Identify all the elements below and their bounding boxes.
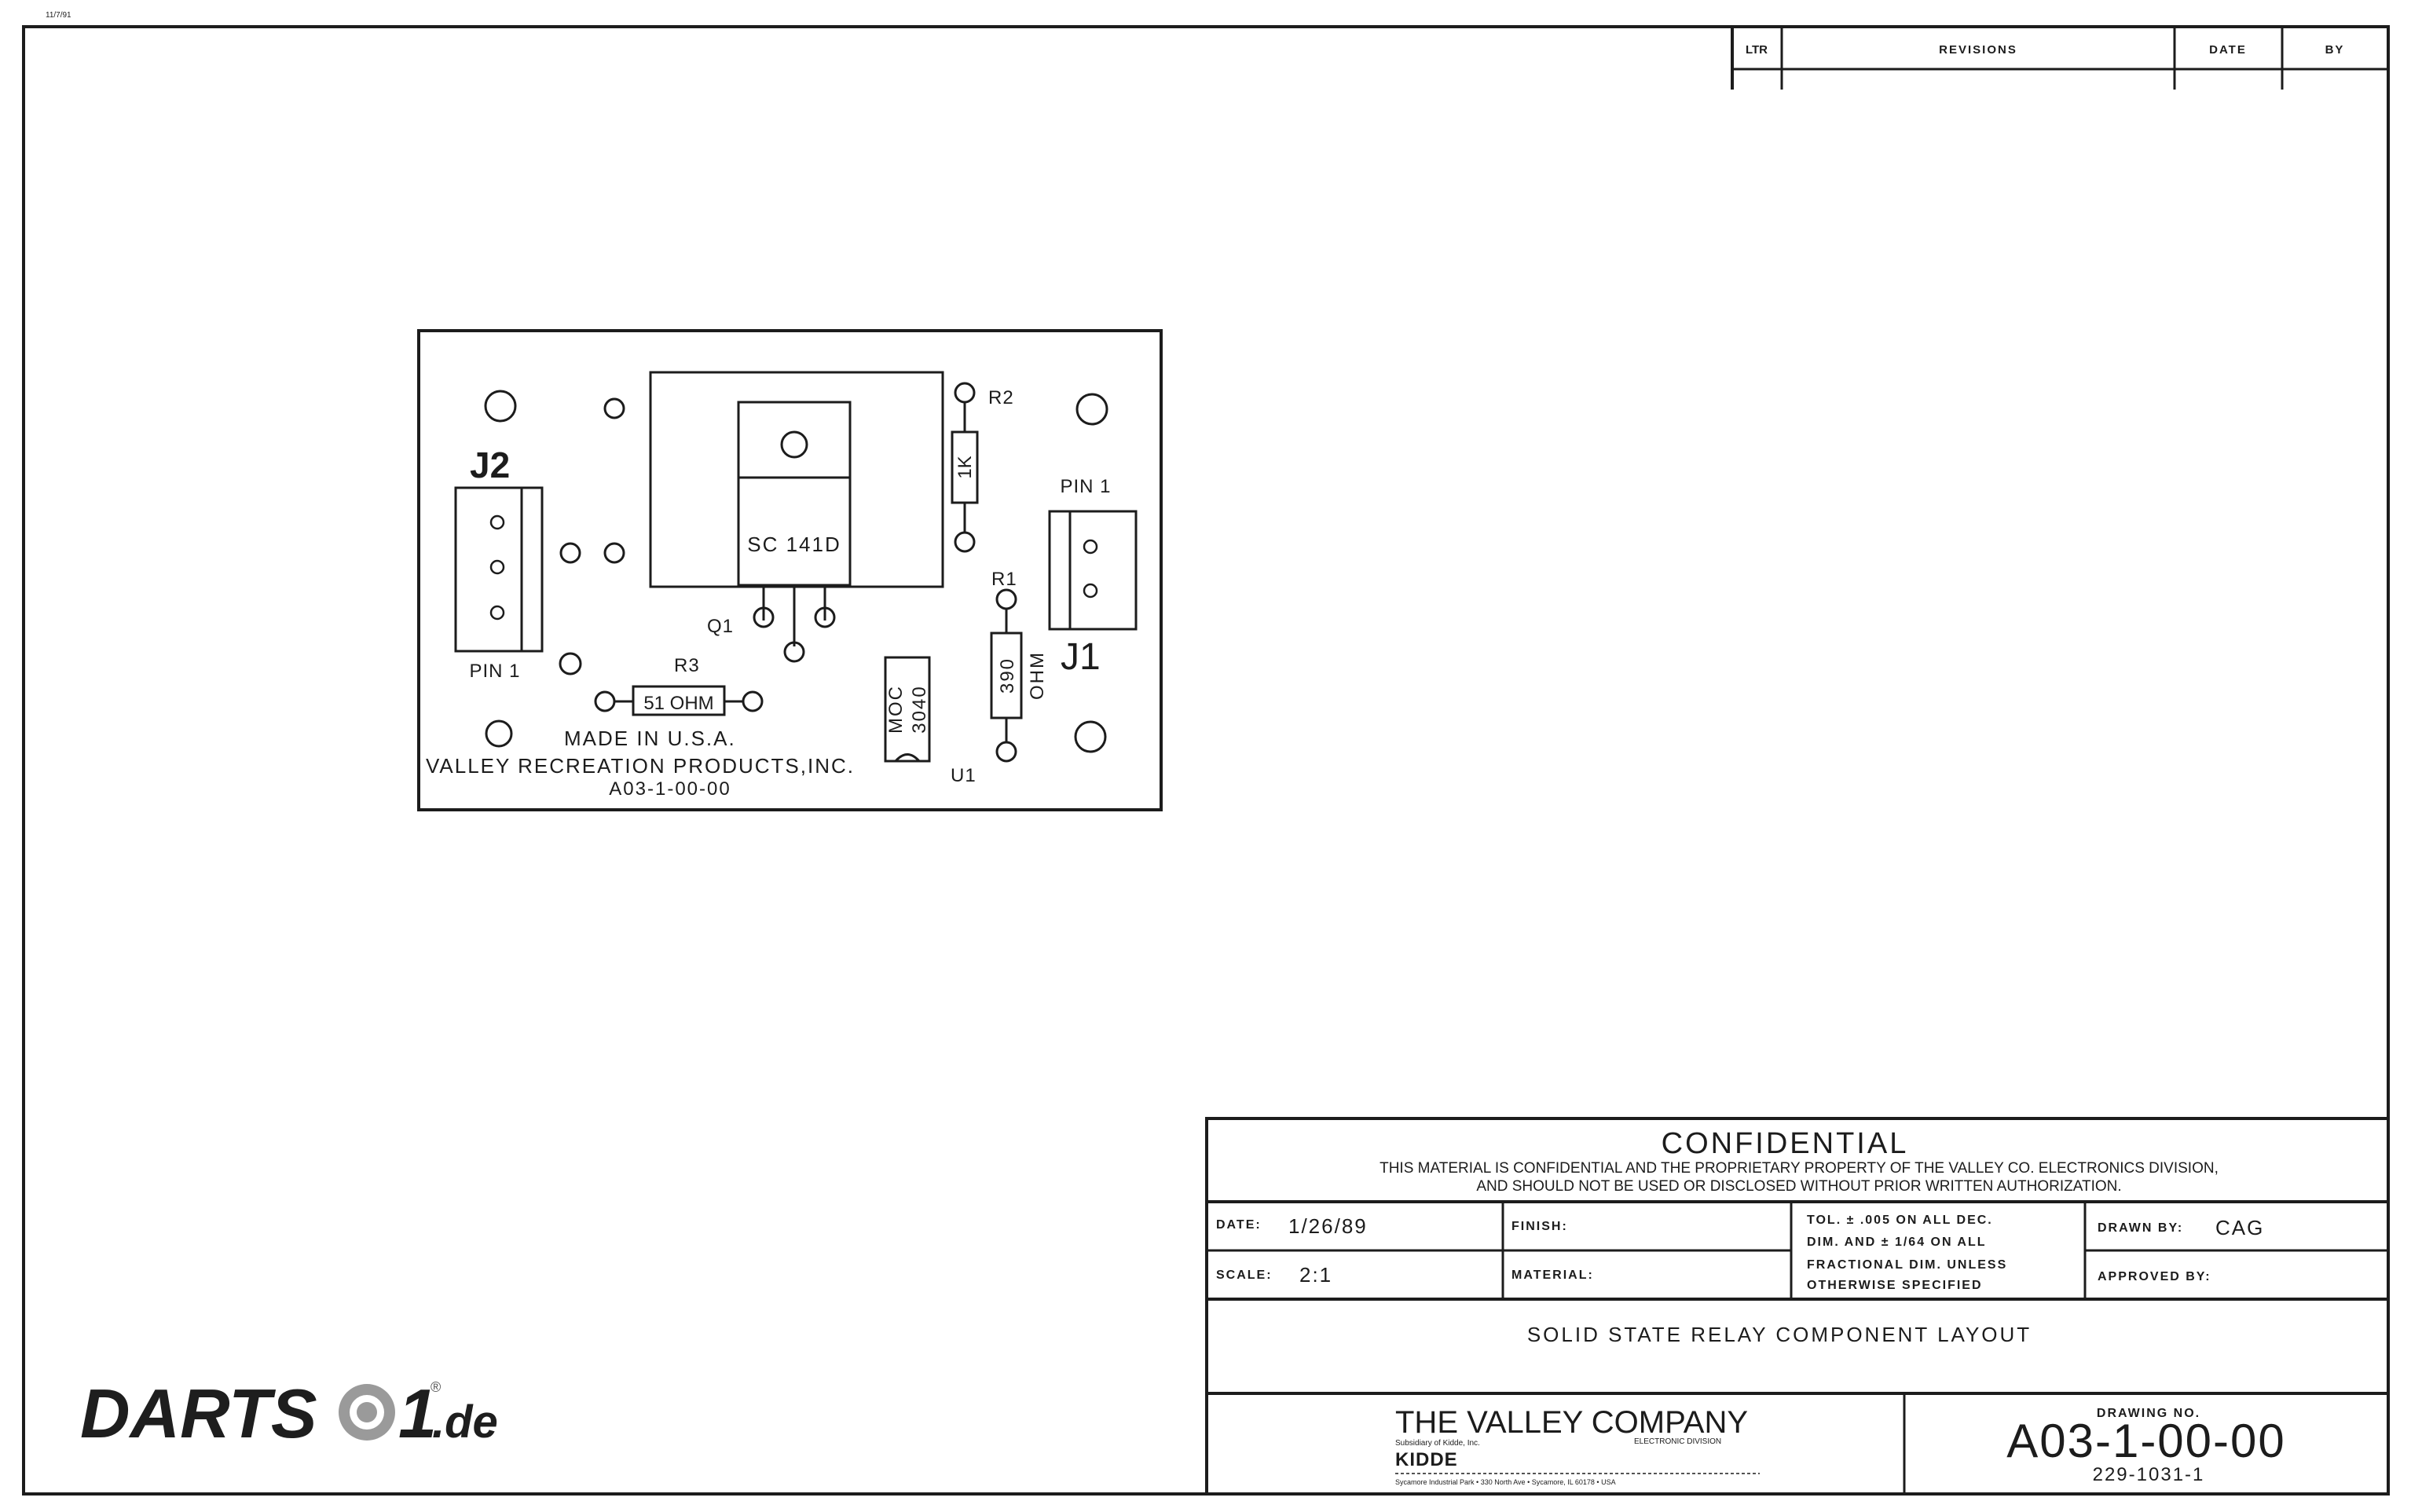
sub-drawing-no: 229-1031-1	[2093, 1464, 2205, 1485]
r1-resistor	[990, 632, 1023, 719]
j2-label: J2	[470, 445, 510, 485]
darts01-watermark: DARTS 1 ® .de	[80, 1375, 498, 1452]
company-division: ELECTRONIC DIVISION	[1634, 1437, 1721, 1446]
mounting-hole-bottom-right	[1074, 720, 1107, 753]
r1-value-number: 390	[997, 657, 1018, 694]
pcb-layout: J2 PIN 1 SC 141D Q1 1K R2 R1	[417, 329, 1163, 811]
r1-pad	[995, 741, 1017, 763]
pad	[603, 542, 625, 564]
finish-label: FINISH:	[1511, 1220, 1568, 1233]
rev-ltr-header: LTR	[1746, 43, 1768, 57]
r3-resistor	[632, 685, 726, 716]
j1-pin	[1083, 583, 1098, 599]
date-label: DATE:	[1216, 1218, 1262, 1232]
tolerance-line-4: OTHERWISE SPECIFIED	[1807, 1279, 1983, 1292]
corner-code: 11/7/91	[46, 11, 71, 20]
confidential-heading: CONFIDENTIAL	[1662, 1127, 1909, 1160]
u1-optocoupler	[884, 656, 931, 763]
r2-label: R2	[988, 387, 1014, 408]
title-block: CONFIDENTIAL THIS MATERIAL IS CONFIDENTI…	[1205, 1117, 2390, 1496]
dartboard-icon	[339, 1384, 395, 1441]
rev-date-header: DATE	[2209, 43, 2247, 57]
r1-value-unit: OHM	[1027, 651, 1048, 700]
r2-value: 1K	[955, 456, 976, 478]
mounting-hole-top-left	[484, 390, 517, 423]
parent-company: KIDDE	[1395, 1449, 1458, 1470]
r2-resistor	[951, 430, 979, 504]
pad	[559, 652, 582, 675]
u1-part-line2: 3040	[909, 685, 930, 733]
r3-pad	[594, 690, 616, 712]
q1-part-number: SC 141D	[747, 533, 841, 556]
watermark-text-tld: .de	[432, 1397, 498, 1448]
r2-pad	[954, 531, 976, 553]
j1-pin	[1083, 539, 1098, 555]
material-label: MATERIAL:	[1511, 1269, 1594, 1282]
pad	[559, 542, 581, 564]
q1-label: Q1	[707, 616, 734, 637]
drawing-no-label: DRAWING NO.	[2097, 1407, 2200, 1420]
j2-pin	[489, 605, 505, 621]
date-value: 1/26/89	[1288, 1214, 1368, 1238]
heatsink-outline	[649, 371, 944, 588]
maker-label: VALLEY RECREATION PRODUCTS,INC.	[426, 754, 855, 778]
j2-pin1-label: PIN 1	[469, 661, 520, 682]
drawn-by-value: CAG	[2215, 1216, 2264, 1239]
r3-label: R3	[674, 655, 700, 676]
q1-triac-body	[737, 401, 852, 587]
confidential-line-1: THIS MATERIAL IS CONFIDENTIAL AND THE PR…	[1380, 1160, 2219, 1177]
q1-pad	[814, 606, 836, 628]
q1-pad	[753, 606, 775, 628]
r1-pad	[995, 588, 1017, 610]
j2-pin	[489, 559, 505, 575]
watermark-text-darts: DARTS	[80, 1375, 317, 1452]
company-subsidiary: Subsidiary of Kidde, Inc.	[1395, 1439, 1480, 1448]
q1-tab-hole	[780, 430, 808, 459]
pcb-outline	[417, 329, 1163, 811]
company-name: THE VALLEY COMPANY	[1395, 1405, 1748, 1440]
drawing-title: SOLID STATE RELAY COMPONENT LAYOUT	[1527, 1323, 2032, 1346]
drawing-no: A03-1-00-00	[2006, 1415, 2286, 1467]
r2-pad	[954, 382, 976, 404]
drawn-by-label: DRAWN BY:	[2098, 1221, 2183, 1235]
j1-connector	[1048, 510, 1138, 631]
board-number-label: A03-1-00-00	[609, 778, 731, 800]
j2-pin	[489, 514, 505, 530]
tolerance-line-2: DIM. AND ± 1/64 ON ALL	[1807, 1236, 1987, 1249]
mounting-hole-bottom-left	[485, 719, 513, 748]
u1-label: U1	[951, 765, 976, 786]
approved-by-label: APPROVED BY:	[2098, 1270, 2211, 1283]
pad	[603, 397, 625, 419]
r3-value: 51 OHM	[643, 693, 713, 714]
scale-value: 2:1	[1299, 1263, 1332, 1287]
j1-label: J1	[1061, 636, 1101, 678]
j1-pin1-label: PIN 1	[1060, 476, 1111, 497]
watermark-text-one: 1	[398, 1375, 437, 1452]
q1-pad	[783, 641, 805, 663]
tolerance-line-1: TOL. ± .005 ON ALL DEC.	[1807, 1214, 1993, 1227]
u1-part-line1: MOC	[885, 685, 907, 734]
r3-pad	[742, 690, 764, 712]
j2-connector	[454, 486, 544, 653]
r1-label: R1	[991, 569, 1017, 590]
company-address: Sycamore Industrial Park • 330 North Ave…	[1395, 1478, 1616, 1486]
scale-label: SCALE:	[1216, 1269, 1273, 1282]
revisions-block: LTR REVISIONS DATE BY	[1731, 27, 2388, 90]
mounting-hole-top-right	[1075, 393, 1108, 426]
made-in-label: MADE IN U.S.A.	[564, 727, 736, 750]
confidential-line-2: AND SHOULD NOT BE USED OR DISCLOSED WITH…	[1476, 1178, 2121, 1195]
watermark-registered: ®	[431, 1379, 441, 1395]
tolerance-line-3: FRACTIONAL DIM. UNLESS	[1807, 1258, 2007, 1272]
rev-by-header: BY	[2325, 43, 2345, 57]
rev-revisions-header: REVISIONS	[1939, 43, 2017, 57]
